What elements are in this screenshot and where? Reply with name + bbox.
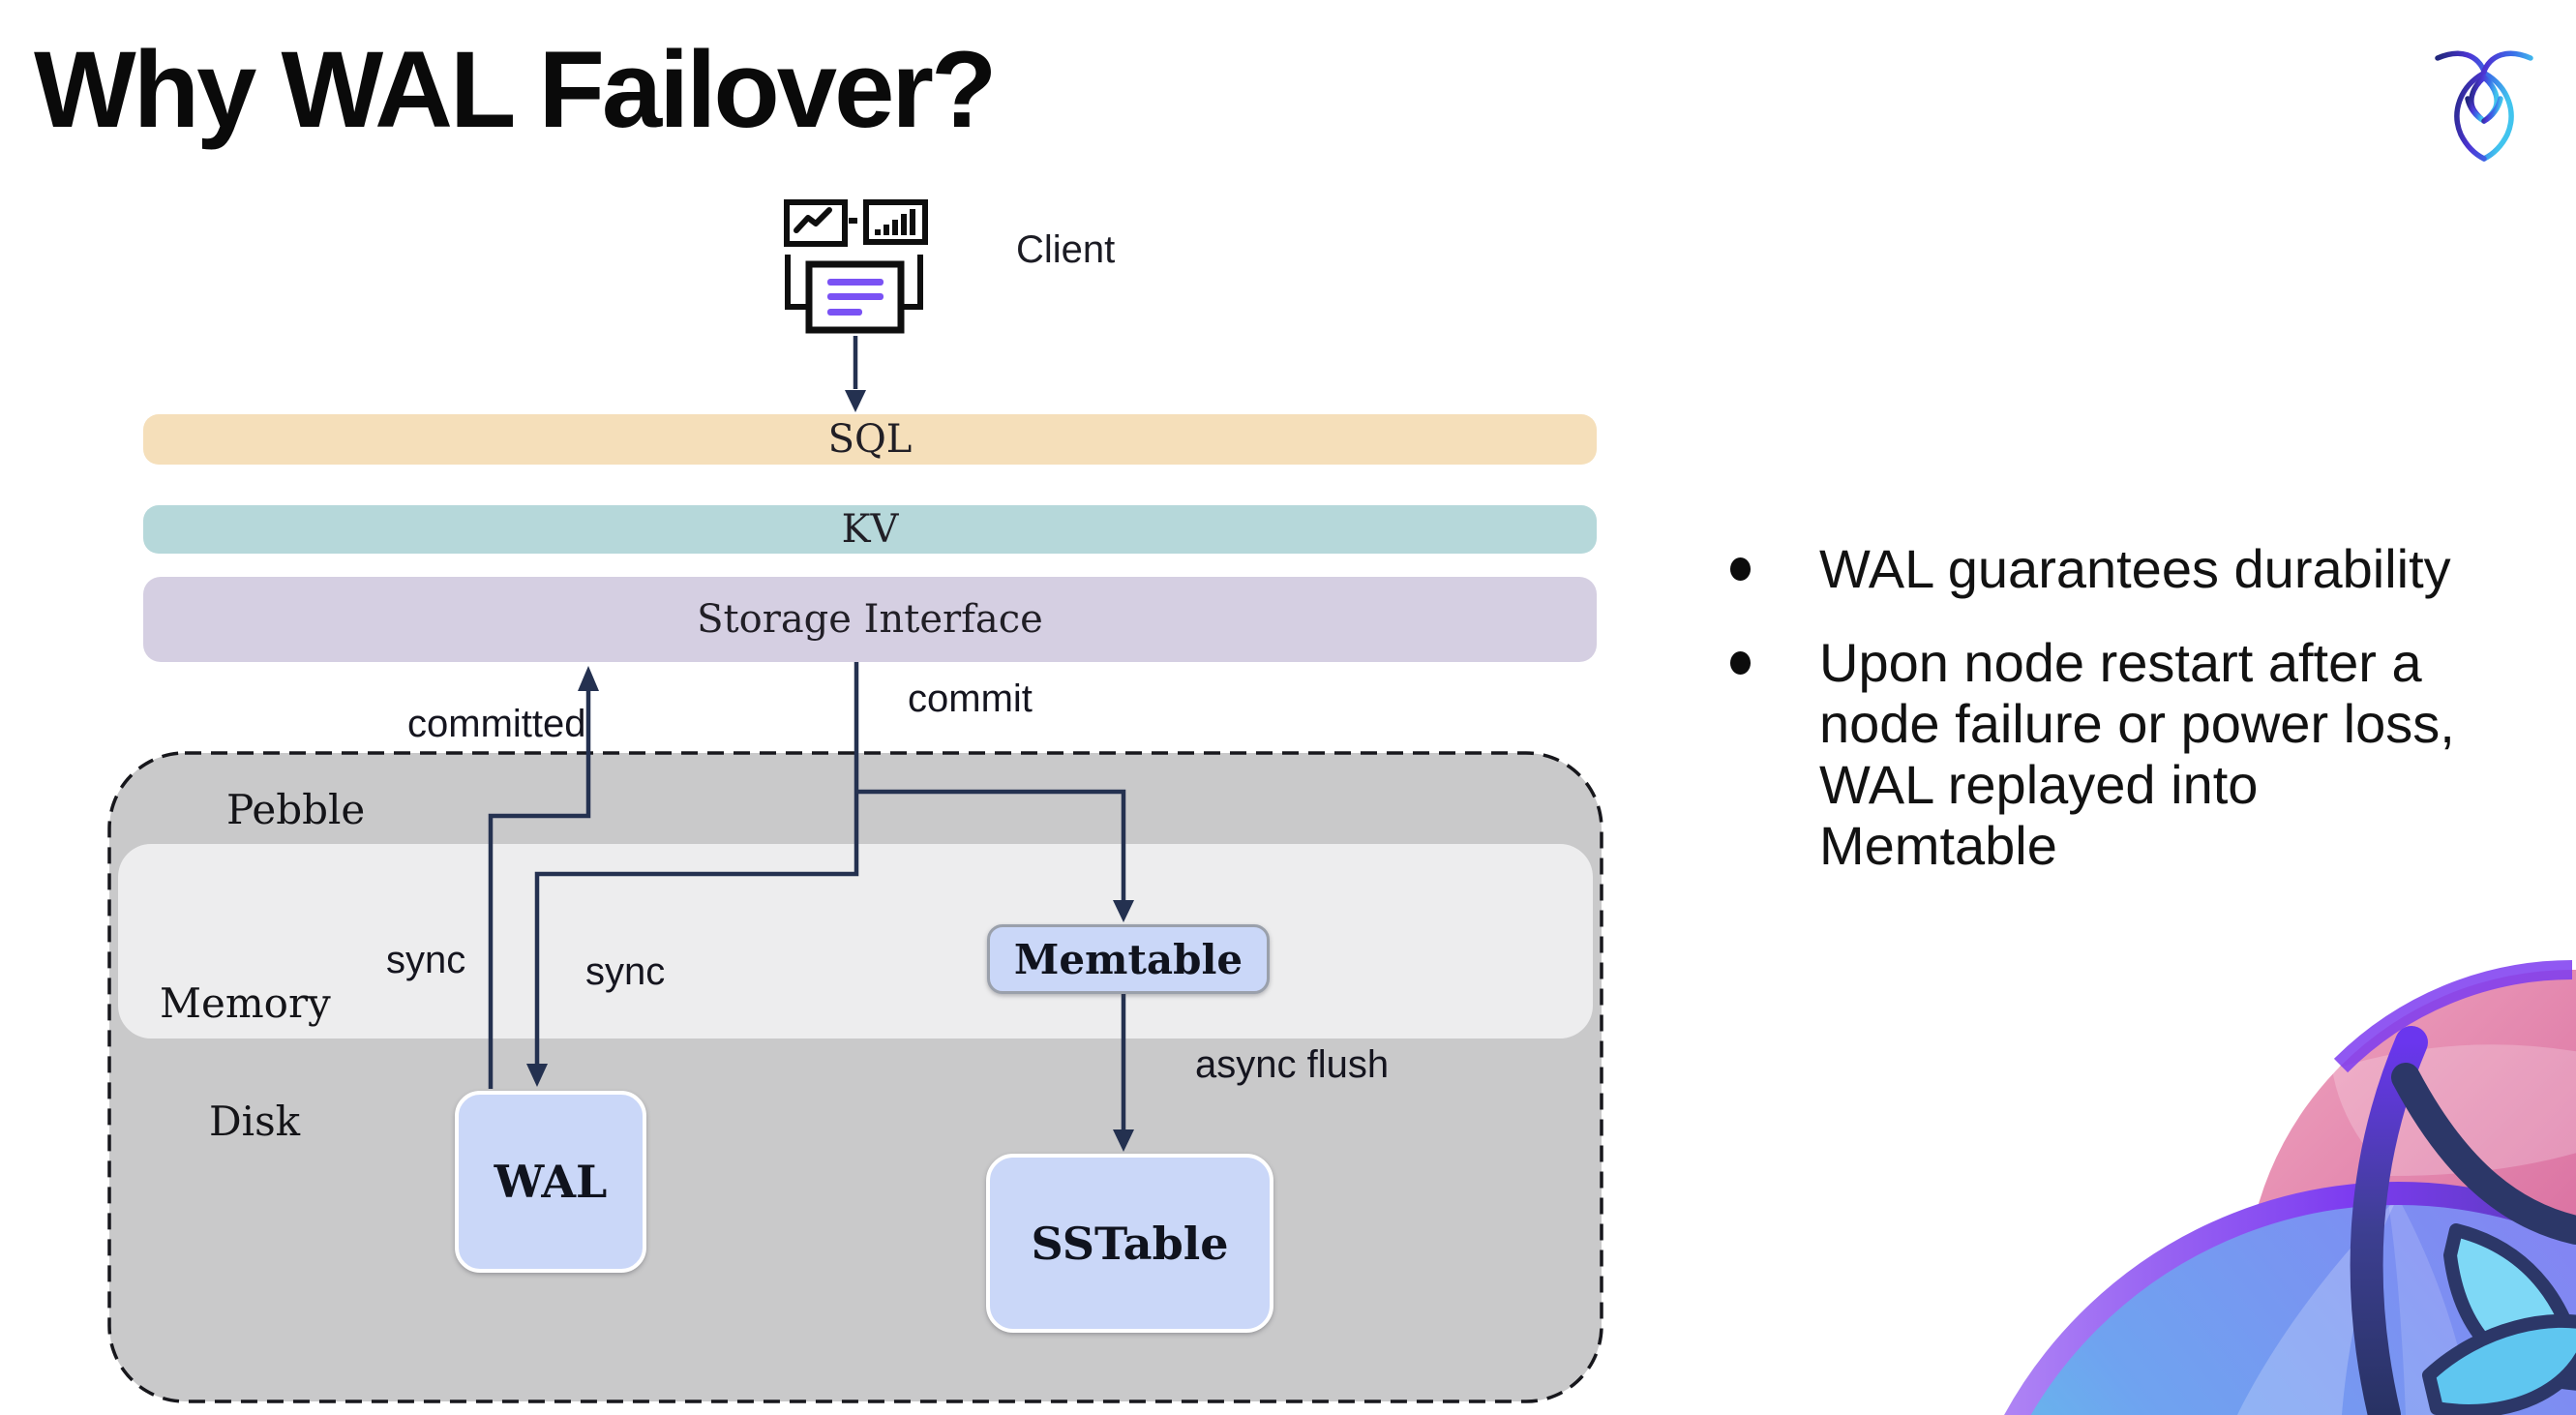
sstable-box-label: SSTable xyxy=(1031,1217,1229,1270)
sstable-box: SSTable xyxy=(986,1154,1273,1333)
bullet-item: WAL guarantees durability xyxy=(1730,538,2504,599)
arrow-commit-to-wal xyxy=(526,662,859,1087)
art-blue-orb xyxy=(2017,1193,2576,1415)
arrow-async-flush xyxy=(1113,990,1134,1152)
brand-corner-art xyxy=(2004,960,2576,1415)
edge-label-async-flush: async flush xyxy=(1195,1043,1390,1086)
memtable-box: Memtable xyxy=(987,924,1270,994)
edge-label-committed: committed xyxy=(407,703,586,745)
cockroachdb-logo xyxy=(2435,50,2533,162)
client-label: Client xyxy=(1016,228,1116,271)
bullet-item: Upon node restart after a node failure o… xyxy=(1730,632,2504,876)
pebble-label: Pebble xyxy=(226,786,366,833)
bullet-dot xyxy=(1730,651,1751,675)
layer-bar-kv-label: KV xyxy=(841,507,899,552)
memory-label: Memory xyxy=(160,979,331,1027)
edge-label-commit: commit xyxy=(908,677,1033,720)
edge-label-sync-left: sync xyxy=(386,939,466,981)
bullet-list: WAL guarantees durability Upon node rest… xyxy=(1730,538,2504,909)
arrow-client-to-sql xyxy=(845,336,866,412)
bullet-dot xyxy=(1730,557,1751,581)
memtable-box-label: Memtable xyxy=(1013,935,1243,983)
art-leaf xyxy=(2422,1313,2576,1415)
line-chart-glyph xyxy=(794,207,832,233)
document-lines-glyph xyxy=(827,279,884,316)
client-devices-icon xyxy=(784,199,928,334)
layer-bar-sql: SQL xyxy=(143,414,1597,465)
bullet-text: WAL guarantees durability xyxy=(1819,538,2451,599)
layer-bar-storage-interface: Storage Interface xyxy=(143,577,1597,662)
layer-bar-sql-label: SQL xyxy=(827,417,913,462)
edge-label-sync-right: sync xyxy=(585,950,666,993)
layer-bar-storage-label: Storage Interface xyxy=(697,597,1043,642)
arrow-committed xyxy=(488,666,599,1089)
arrow-commit-to-memtable xyxy=(856,789,1134,922)
layer-bar-kv: KV xyxy=(143,505,1597,554)
wal-box: WAL xyxy=(455,1091,646,1273)
bar-chart-glyph xyxy=(875,209,915,235)
slide-title: Why WAL Failover? xyxy=(34,29,997,150)
disk-label: Disk xyxy=(209,1098,301,1145)
wal-box-label: WAL xyxy=(494,1156,608,1208)
bullet-text: Upon node restart after a node failure o… xyxy=(1819,632,2455,876)
